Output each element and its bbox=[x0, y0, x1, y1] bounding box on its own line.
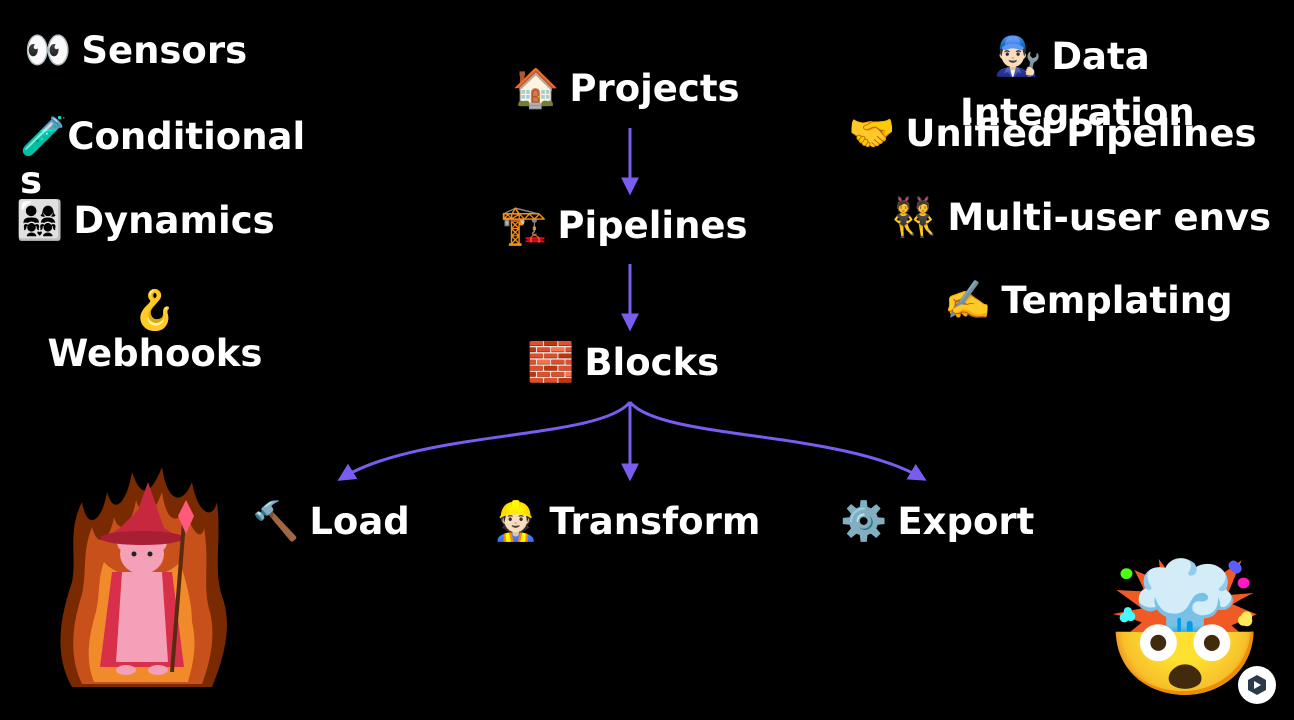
sensors-item: 👀Sensors bbox=[24, 28, 247, 73]
hook-icon: 🪝 bbox=[131, 288, 179, 332]
blocks-node: 🧱Blocks bbox=[527, 340, 719, 385]
templating-label: Templating bbox=[1001, 279, 1233, 322]
gear-icon: ⚙️ bbox=[840, 499, 888, 543]
unified-pipelines-label: Unified Pipelines bbox=[905, 112, 1257, 155]
conditionals-label: Conditionals bbox=[20, 115, 306, 202]
dynamics-item: 👨‍👩‍👧‍👧Dynamics bbox=[16, 198, 275, 243]
sensors-label: Sensors bbox=[81, 29, 248, 72]
templating-item: ✍️Templating bbox=[944, 278, 1233, 323]
data-integration-item: 👨🏻‍🔧Data Integration bbox=[960, 28, 1200, 141]
projects-node: 🏠Projects bbox=[512, 66, 740, 111]
transform-label: Transform bbox=[549, 500, 761, 543]
pipelines-label: Pipelines bbox=[557, 204, 748, 247]
multi-user-item: 👯Multi-user envs bbox=[890, 195, 1271, 240]
writing-hand-icon: ✍️ bbox=[944, 278, 992, 322]
handshake-icon: 🤝 bbox=[848, 111, 896, 155]
pipelines-node: 🏗️Pipelines bbox=[500, 203, 748, 248]
dynamics-label: Dynamics bbox=[73, 199, 275, 242]
wizard-mascot bbox=[60, 467, 227, 687]
export-node: ⚙️Export bbox=[840, 499, 1034, 544]
logo-glyph-icon bbox=[1248, 675, 1266, 695]
mechanic-icon: 👨🏻‍🔧 bbox=[994, 34, 1042, 78]
construction-worker-icon: 👷🏻 bbox=[492, 499, 540, 543]
arrow-blocks-export bbox=[628, 401, 927, 481]
hammer-icon: 🔨 bbox=[252, 499, 300, 543]
mage-logo-icon[interactable] bbox=[1238, 666, 1276, 704]
export-label: Export bbox=[897, 500, 1035, 543]
load-label: Load bbox=[309, 500, 410, 543]
house-icon: 🏠 bbox=[512, 66, 560, 110]
dancers-icon: 👯 bbox=[890, 195, 938, 239]
arrow-blocks-load bbox=[337, 401, 632, 481]
multi-user-label: Multi-user envs bbox=[947, 196, 1272, 239]
test-tube-icon: 🧪 bbox=[20, 114, 68, 158]
webhooks-label: Webhooks bbox=[47, 332, 263, 375]
eyes-icon: 👀 bbox=[24, 28, 72, 72]
family-icon: 👨‍👩‍👧‍👧 bbox=[16, 198, 64, 242]
projects-label: Projects bbox=[569, 67, 740, 110]
transform-node: 👷🏻Transform bbox=[492, 499, 760, 544]
unified-pipelines-item: 🤝Unified Pipelines bbox=[848, 111, 1257, 156]
load-node: 🔨Load bbox=[252, 499, 410, 544]
crane-icon: 🏗️ bbox=[500, 203, 548, 247]
brick-icon: 🧱 bbox=[527, 340, 575, 384]
data-integration-label: Data Integration bbox=[960, 35, 1195, 134]
conditionals-item: 🧪Conditionals bbox=[20, 114, 320, 203]
blocks-label: Blocks bbox=[584, 341, 720, 384]
webhooks-item: 🪝 Webhooks bbox=[40, 288, 270, 376]
